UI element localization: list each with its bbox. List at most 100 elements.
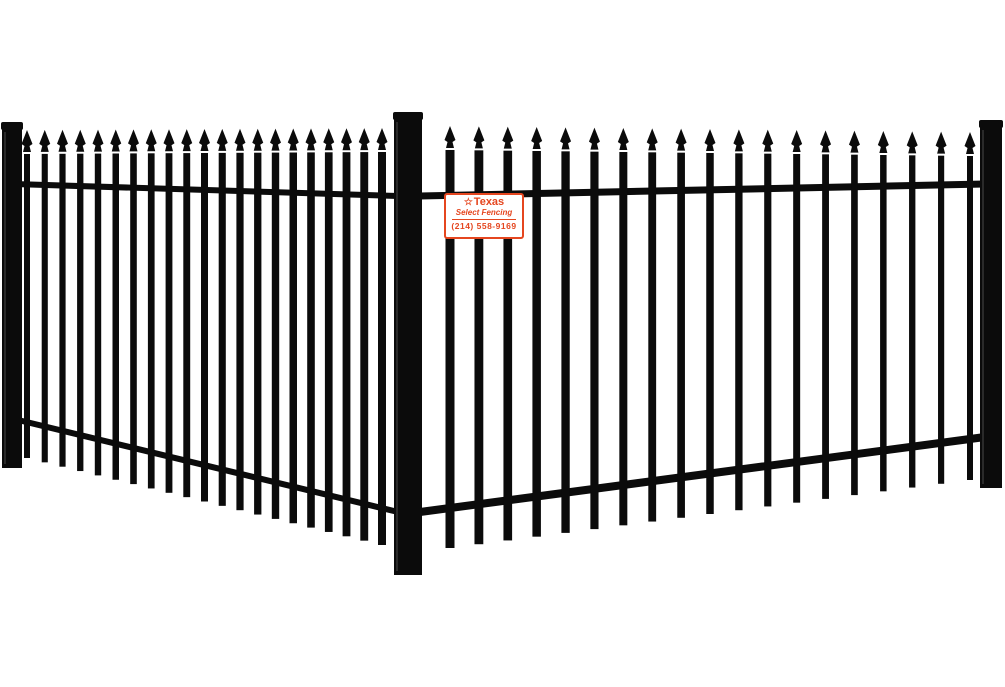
picket	[165, 153, 173, 493]
picket	[677, 152, 685, 518]
sign-divider	[452, 218, 516, 220]
picket	[94, 153, 102, 476]
spear-finial	[473, 126, 485, 149]
picket	[112, 153, 119, 480]
spear-finial	[877, 131, 889, 153]
spear-finial	[270, 128, 281, 151]
picket	[793, 154, 801, 503]
picket	[147, 153, 155, 489]
picket	[254, 152, 262, 515]
post-cap	[1, 122, 23, 130]
picket	[289, 152, 297, 524]
picket	[822, 154, 829, 499]
picket	[59, 153, 66, 467]
spear-finial	[110, 129, 122, 152]
spear-finial	[502, 126, 514, 149]
sign-line1: Texas	[473, 196, 505, 208]
spear-finial	[199, 129, 210, 151]
spear-finial	[964, 132, 976, 154]
picket	[378, 152, 386, 545]
spear-finial	[74, 129, 86, 152]
picket	[619, 152, 628, 526]
spear-finial	[145, 129, 157, 152]
fence-posts	[1, 112, 1003, 575]
spear-finial	[92, 129, 104, 152]
spear-finial	[617, 128, 629, 150]
picket	[183, 153, 191, 498]
spear-finial	[305, 128, 317, 151]
post-cap	[393, 112, 423, 120]
company-sign: ☆Texas Select Fencing (214) 558-9169	[444, 193, 524, 239]
spear-finial	[531, 127, 543, 149]
picket	[445, 150, 455, 548]
spear-finial	[358, 128, 370, 151]
picket	[706, 153, 714, 514]
spear-finial	[252, 128, 264, 151]
spear-finial	[234, 128, 246, 151]
spear-finial	[935, 131, 947, 154]
spear-finial	[163, 129, 175, 152]
picket	[938, 155, 945, 484]
picket	[503, 150, 513, 541]
spear-finial	[762, 129, 774, 152]
spear-finial	[216, 128, 228, 151]
spear-finial	[341, 128, 352, 151]
post	[980, 124, 1002, 488]
spear-finial	[675, 128, 687, 151]
sign-phone: (214) 558-9169	[451, 220, 517, 231]
picket	[324, 152, 333, 532]
spear-finial	[791, 130, 803, 152]
spear-finial	[588, 127, 600, 150]
picket	[851, 154, 858, 496]
sign-brand: ☆Texas	[446, 195, 522, 209]
picket	[236, 152, 244, 511]
spear-finial	[21, 130, 33, 152]
post	[2, 126, 22, 468]
spear-finial	[646, 128, 658, 151]
post	[394, 116, 422, 575]
picket	[967, 156, 973, 480]
post-cap	[979, 120, 1003, 128]
right-fence-panel	[419, 126, 986, 548]
picket	[880, 155, 887, 492]
star-icon: ☆	[463, 197, 473, 208]
post-highlight	[396, 122, 398, 571]
picket	[24, 154, 30, 458]
picket	[735, 153, 743, 511]
post-highlight	[982, 130, 984, 484]
spear-finial	[560, 127, 572, 150]
picket	[590, 151, 599, 530]
picket	[271, 152, 280, 519]
picket	[764, 153, 772, 507]
post-highlight	[4, 132, 6, 464]
spear-finial	[820, 130, 832, 153]
picket	[561, 151, 570, 533]
picket	[474, 150, 484, 545]
spear-finial	[733, 129, 745, 152]
bottom-rail	[419, 433, 986, 516]
spear-finial	[906, 131, 918, 154]
sign-line2: Select Fencing	[455, 207, 513, 217]
picket	[130, 153, 137, 485]
picket	[77, 153, 84, 472]
picket	[342, 152, 351, 537]
left-fence-panel	[13, 128, 399, 545]
spear-finial	[323, 128, 335, 151]
picket	[360, 152, 369, 541]
spear-finial	[128, 129, 139, 152]
picket	[218, 152, 226, 506]
spear-finial	[181, 129, 193, 152]
spear-finial	[848, 130, 860, 153]
picket	[909, 155, 916, 488]
picket	[41, 153, 48, 463]
picket	[648, 152, 657, 522]
picket	[532, 151, 541, 537]
picket	[307, 152, 315, 528]
spear-finial	[57, 129, 68, 152]
spear-finial	[287, 128, 299, 151]
spear-finial	[39, 129, 51, 152]
spear-finial	[376, 128, 388, 150]
picket	[201, 153, 208, 502]
